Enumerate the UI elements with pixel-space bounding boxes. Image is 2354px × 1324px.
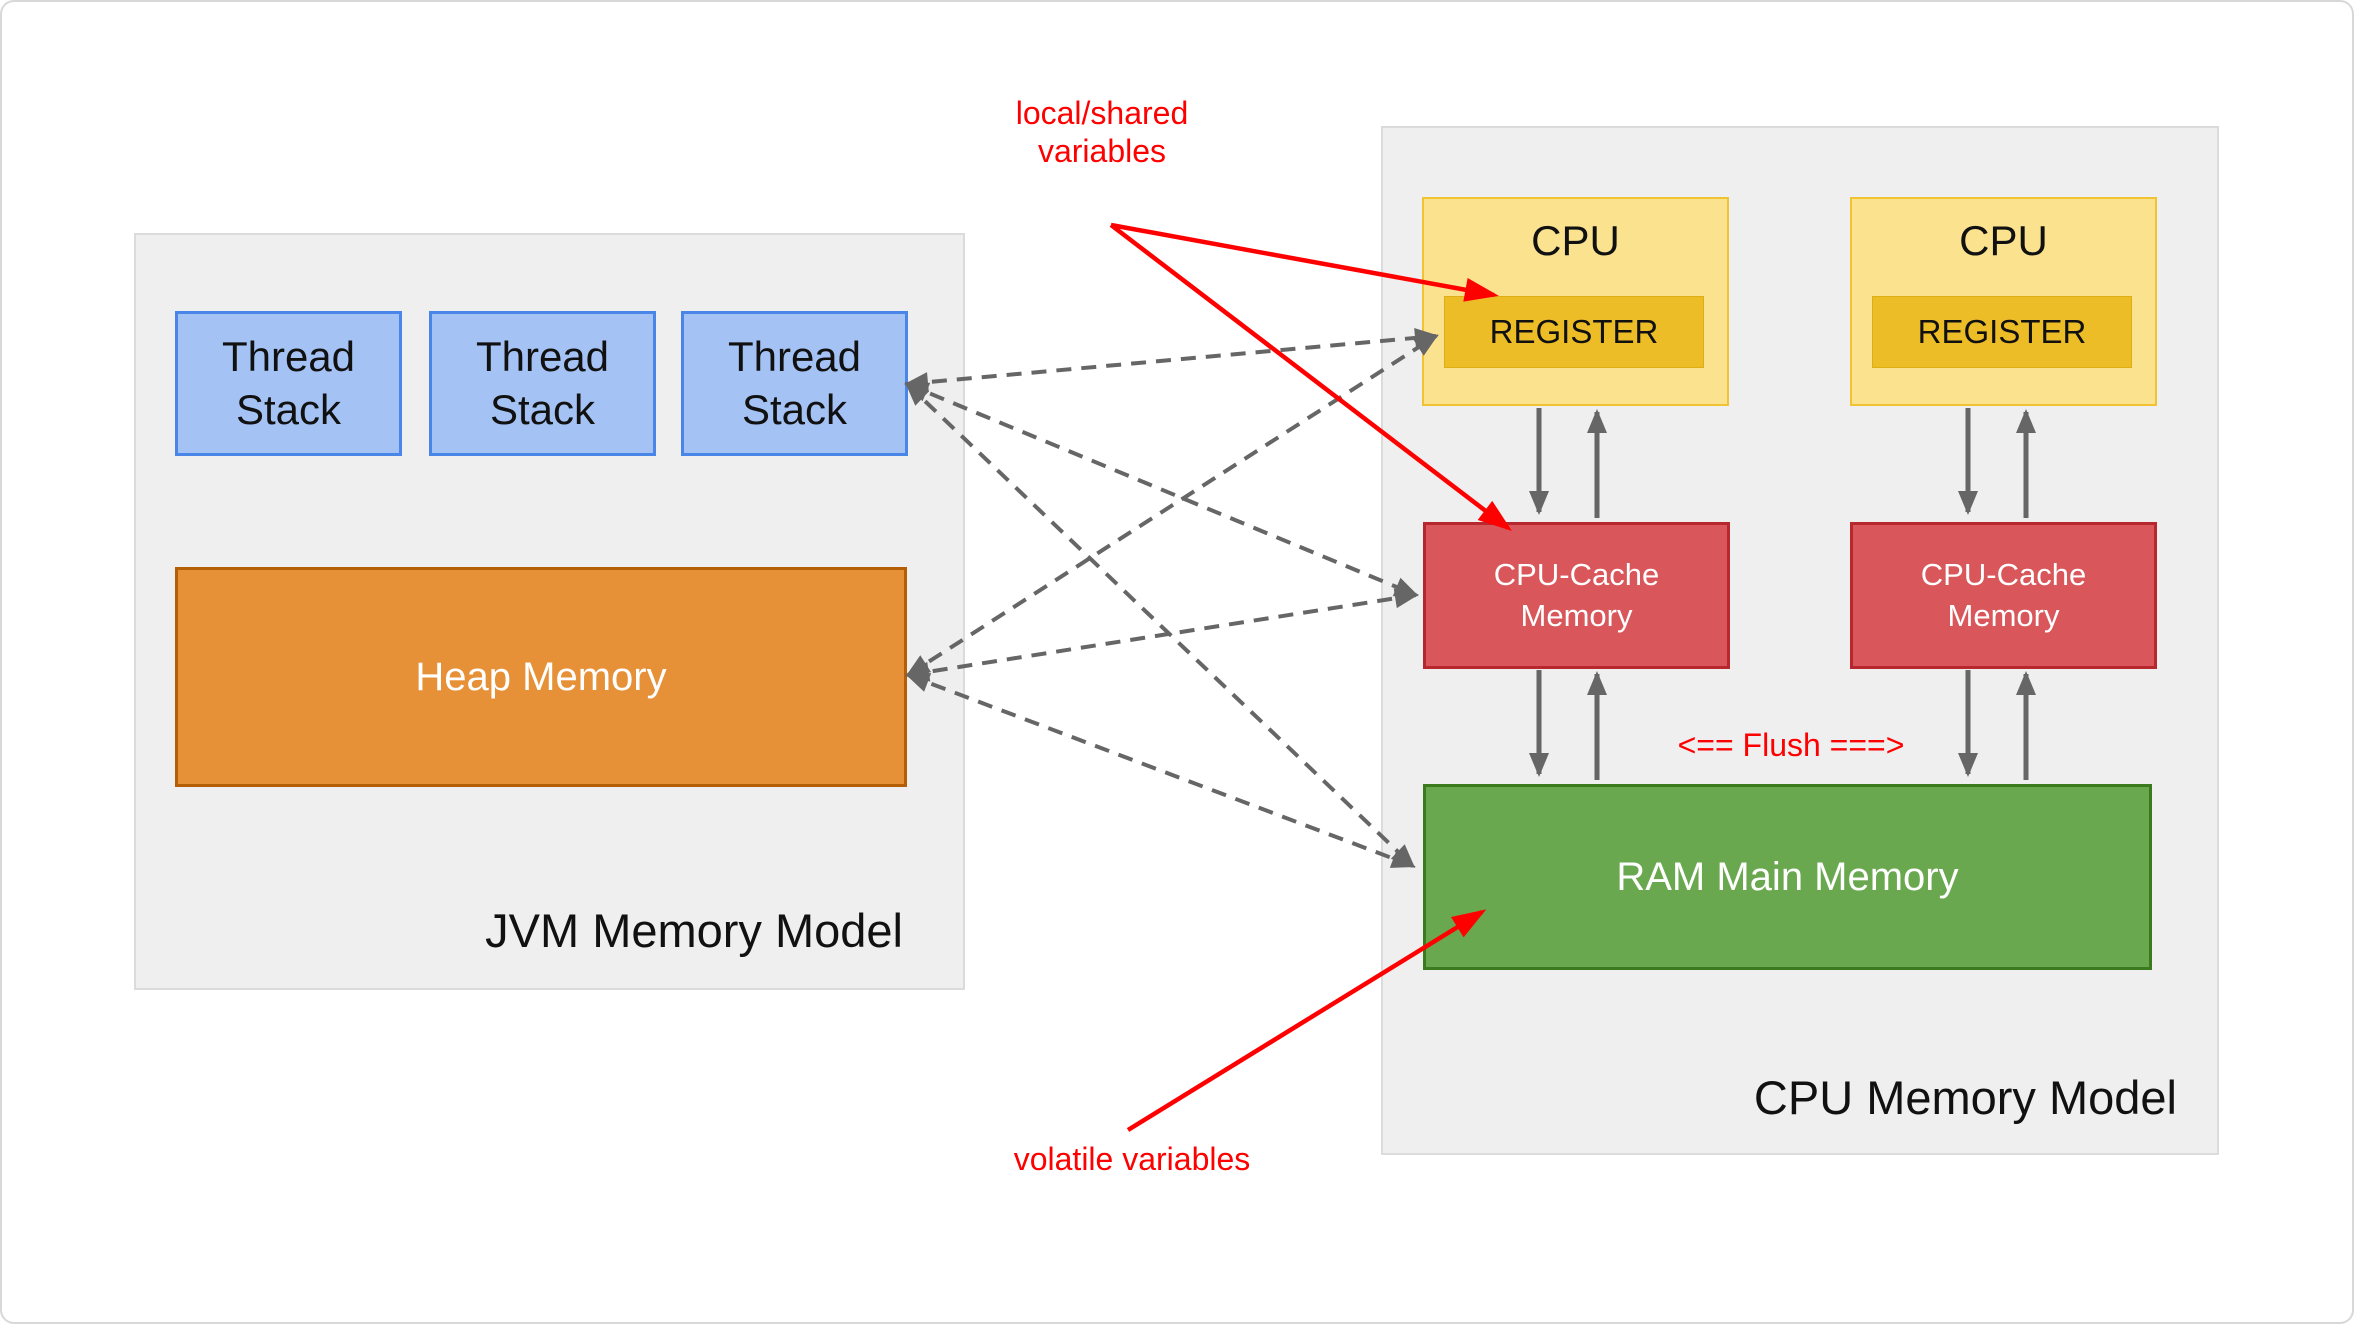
- thread-stack-box-1: Thread Stack: [175, 311, 402, 456]
- cpu-cache-label: CPU-Cache Memory: [1493, 557, 1660, 633]
- dashed-connector-heap-ram: [905, 673, 1416, 868]
- cpu-label: CPU: [1959, 217, 2048, 264]
- dashed-connector-heap-cache: [905, 588, 1419, 682]
- register-box-2: REGISTER: [1872, 296, 2132, 368]
- jvm-memory-model-panel: Thread Stack Thread Stack Thread Stack H…: [134, 233, 965, 990]
- jvm-panel-title: JVM Memory Model: [485, 904, 903, 957]
- thread-stack-label: Thread Stack: [727, 333, 862, 433]
- cpu-panel-title: CPU Memory Model: [1753, 1071, 2177, 1124]
- cpu-cache-label: CPU-Cache Memory: [1920, 557, 2087, 633]
- thread-stack-box-2: Thread Stack: [429, 311, 656, 456]
- cpu-box-2: CPU REGISTER: [1850, 197, 2157, 406]
- annotation-flush: <== Flush ===>: [1677, 727, 1905, 763]
- thread-stack-label: Thread Stack: [221, 333, 356, 433]
- cpu-label: CPU: [1531, 217, 1620, 264]
- heap-memory-box: Heap Memory: [175, 567, 907, 787]
- thread-stack-label: Thread Stack: [475, 333, 610, 433]
- dashed-connector-heap-register: [905, 334, 1439, 677]
- dashed-connector-threadstack-register: [904, 327, 1439, 393]
- thread-stack-box-3: Thread Stack: [681, 311, 908, 456]
- register-label: REGISTER: [1917, 313, 2087, 350]
- annotation-volatile-variables: volatile variables: [1013, 1141, 1251, 1177]
- cpu-memory-model-panel: CPU REGISTER CPU REGISTER CPU-Cache Memo…: [1381, 126, 2219, 1155]
- register-label: REGISTER: [1489, 313, 1659, 350]
- register-box-1: REGISTER: [1444, 296, 1704, 368]
- ram-main-memory-label: RAM Main Memory: [1616, 854, 1959, 899]
- dashed-connector-threadstack-cache: [904, 382, 1419, 597]
- heap-memory-label: Heap Memory: [415, 654, 667, 699]
- dashed-connector-threadstack-ram: [904, 381, 1416, 869]
- cpu-cache-box-1: CPU-Cache Memory: [1423, 522, 1730, 669]
- cpu-box-1: CPU REGISTER: [1422, 197, 1729, 406]
- cpu-cache-box-2: CPU-Cache Memory: [1850, 522, 2157, 669]
- ram-main-memory-box: RAM Main Memory: [1423, 784, 2152, 970]
- annotation-local-shared-variables: local/shared variables: [1015, 95, 1189, 170]
